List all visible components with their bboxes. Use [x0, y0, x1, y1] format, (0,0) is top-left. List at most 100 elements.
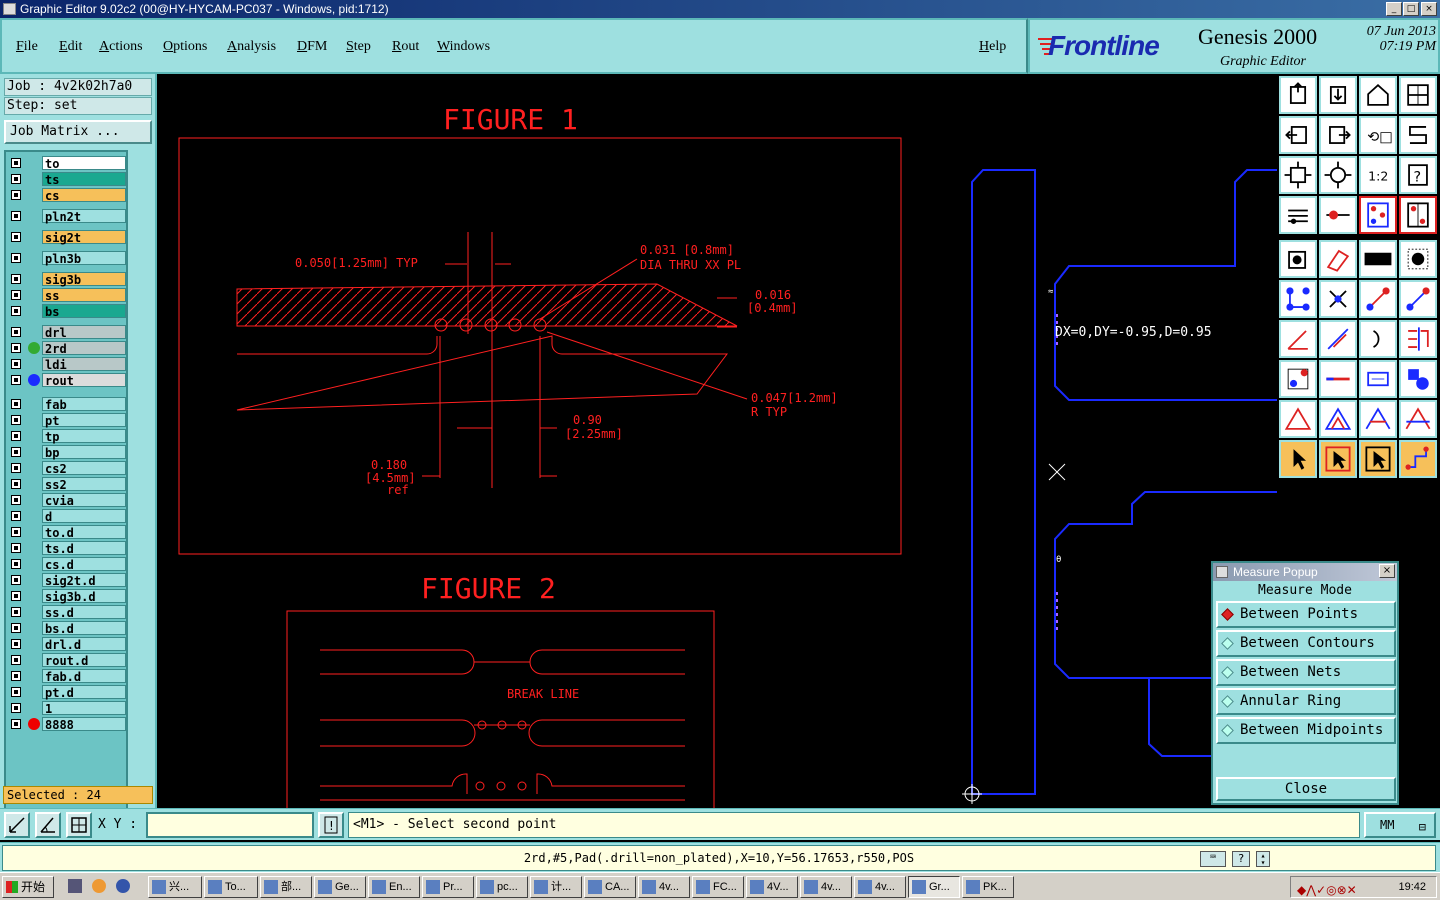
layer-row-rout.d[interactable]: rout.d [8, 653, 126, 668]
layer-name[interactable]: bp [42, 445, 126, 460]
taskbar-item[interactable]: En... [368, 876, 420, 898]
tool-scale-icon[interactable]: 1:2 [1359, 156, 1397, 194]
layer-row-sig3b[interactable]: sig3b [8, 272, 126, 287]
layer-row-tp[interactable]: tp [8, 429, 126, 444]
taskbar-item[interactable]: pc... [476, 876, 528, 898]
layer-row-d[interactable]: d [8, 509, 126, 524]
layer-row-cs[interactable]: cs [8, 188, 126, 203]
layer-name[interactable]: pt.d [42, 685, 126, 700]
layer-checkbox[interactable] [11, 158, 21, 168]
layer-checkbox[interactable] [11, 174, 21, 184]
quicklaunch-browser-icon[interactable] [116, 879, 130, 893]
layer-name[interactable]: ts.d [42, 541, 126, 556]
menu-rout[interactable]: Rout [392, 39, 420, 54]
tool-window-split-icon[interactable] [1399, 76, 1437, 114]
tool-help-icon[interactable]: ? [1399, 156, 1437, 194]
layer-row-cvia[interactable]: cvia [8, 493, 126, 508]
angle-mode-icon[interactable] [35, 812, 61, 838]
grid-mode-icon[interactable] [66, 812, 92, 838]
layer-name[interactable]: cs [42, 188, 126, 203]
layer-row-fab.d[interactable]: fab.d [8, 669, 126, 684]
layer-name[interactable]: ss [42, 288, 126, 303]
layer-checkbox[interactable] [11, 479, 21, 489]
layer-checkbox[interactable] [11, 543, 21, 553]
taskbar-item[interactable]: 计... [530, 876, 582, 898]
tool-line-icon[interactable] [1359, 280, 1397, 318]
taskbar-item[interactable]: 4v... [854, 876, 906, 898]
xy-input[interactable] [146, 812, 314, 838]
close-window-button[interactable]: × [1421, 2, 1437, 16]
tool-home-down-icon[interactable] [1319, 76, 1357, 114]
tray-icons[interactable]: ◆⋀✓◎⊗✕ [1297, 883, 1357, 897]
tool-pad-icon[interactable] [1279, 240, 1317, 278]
tool-cross-icon[interactable] [1319, 280, 1357, 318]
tool-pad-edit-icon[interactable] [1279, 360, 1317, 398]
tool-select-path-icon[interactable] [1399, 440, 1437, 478]
layer-row-ss2[interactable]: ss2 [8, 477, 126, 492]
layer-checkbox[interactable] [11, 232, 21, 242]
menu-step[interactable]: Step [346, 39, 371, 54]
quicklaunch-clock-icon[interactable] [92, 879, 106, 893]
tool-net-compare-icon[interactable] [1399, 196, 1437, 234]
option-annular-ring[interactable]: Annular Ring [1216, 688, 1396, 715]
maximize-button[interactable]: □ [1403, 2, 1419, 16]
layer-name[interactable]: ldi [42, 357, 126, 372]
layer-checkbox[interactable] [11, 495, 21, 505]
tool-select-icon[interactable] [1279, 440, 1317, 478]
layer-checkbox[interactable] [11, 511, 21, 521]
minimize-button[interactable]: _ [1386, 2, 1402, 16]
layer-name[interactable]: fab [42, 397, 126, 412]
popup-close-icon[interactable]: × [1379, 564, 1395, 578]
snap-mode-icon[interactable] [4, 812, 30, 838]
menu-help[interactable]: Help [979, 39, 1007, 54]
layer-checkbox[interactable] [11, 211, 21, 221]
layer-name[interactable]: ts [42, 172, 126, 187]
layer-row-pln2t[interactable]: pln2t [8, 209, 126, 224]
layer-row-drl[interactable]: drl [8, 325, 126, 340]
layer-checkbox[interactable] [11, 274, 21, 284]
tool-align-icon[interactable] [1399, 320, 1437, 358]
tool-home-up-icon[interactable] [1279, 76, 1317, 114]
taskbar-item[interactable]: FC... [692, 876, 744, 898]
layer-row-fab[interactable]: fab [8, 397, 126, 412]
layer-row-sig2t[interactable]: sig2t [8, 230, 126, 245]
menu-analysis[interactable]: Analysis [227, 39, 277, 54]
menu-file[interactable]: File [16, 39, 38, 54]
tool-settings-icon[interactable] [1279, 196, 1317, 234]
layer-row-sig2t.d[interactable]: sig2t.d [8, 573, 126, 588]
layer-name[interactable]: drl [42, 325, 126, 340]
layer-checkbox[interactable] [11, 327, 21, 337]
taskbar-item[interactable]: CA... [584, 876, 636, 898]
layer-checkbox[interactable] [11, 375, 21, 385]
layer-row-ts[interactable]: ts [8, 172, 126, 187]
menu-actions[interactable]: Actions [99, 39, 143, 54]
layer-name[interactable]: 8888 [42, 717, 126, 732]
layer-row-ss.d[interactable]: ss.d [8, 605, 126, 620]
layer-row-ts.d[interactable]: ts.d [8, 541, 126, 556]
layer-row-pt[interactable]: pt [8, 413, 126, 428]
layer-row-drl.d[interactable]: drl.d [8, 637, 126, 652]
tool-connect-icon[interactable] [1279, 280, 1317, 318]
menu-dfm[interactable]: DFM [297, 39, 328, 54]
layer-name[interactable]: tp [42, 429, 126, 444]
layer-row-to.d[interactable]: to.d [8, 525, 126, 540]
layer-row-cs.d[interactable]: cs.d [8, 557, 126, 572]
tool-arch-icon[interactable] [1359, 400, 1397, 438]
tool-zoom-center-icon[interactable] [1319, 156, 1357, 194]
layer-row-ss[interactable]: ss [8, 288, 126, 303]
tool-dot-icon[interactable] [1399, 240, 1437, 278]
layer-name[interactable]: fab.d [42, 669, 126, 684]
layer-name[interactable]: 1 [42, 701, 126, 716]
scroll-spinner-icon[interactable]: ▴▾ [1256, 851, 1270, 867]
exclamation-icon[interactable]: ! [318, 812, 344, 838]
layer-checkbox[interactable] [11, 190, 21, 200]
layer-name[interactable]: pln3b [42, 251, 126, 266]
layer-row-to[interactable]: to [8, 156, 126, 171]
layer-row-ldi[interactable]: ldi [8, 357, 126, 372]
layer-row-pt.d[interactable]: pt.d [8, 685, 126, 700]
tool-triangle-icon[interactable] [1279, 400, 1317, 438]
quicklaunch-desktop-icon[interactable] [68, 879, 82, 893]
layer-checkbox[interactable] [11, 639, 21, 649]
layer-row-bs[interactable]: bs [8, 304, 126, 319]
tool-shape-icon[interactable] [1319, 240, 1357, 278]
